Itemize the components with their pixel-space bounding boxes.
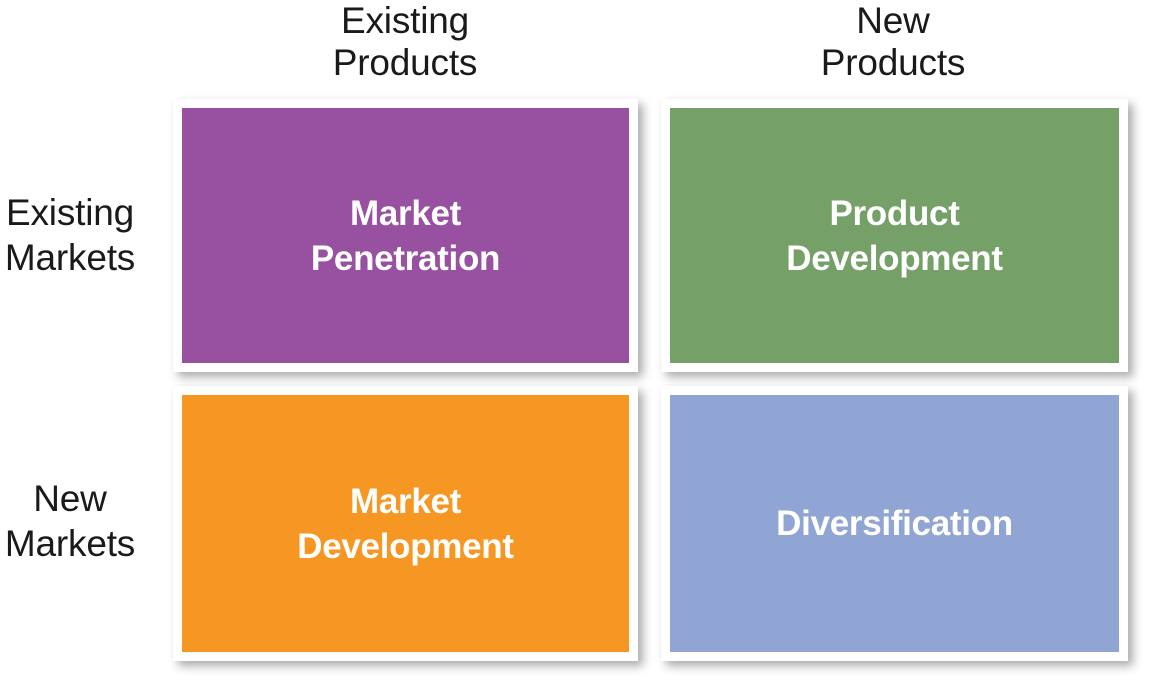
quadrant-market-development: Market Development [173,386,638,661]
column-header-existing-products: Existing Products [332,0,478,83]
row-header-existing-markets: Existing Markets [4,192,136,278]
quadrant-product-development-label: Product Development [786,193,1003,278]
column-header-new-products: New Products [820,0,966,83]
quadrant-market-development-fill: Market Development [182,395,629,652]
row-header-new-markets: New Markets [4,478,136,564]
quadrant-product-development: Product Development [661,99,1128,372]
quadrant-market-penetration: Market Penetration [173,99,638,372]
quadrant-diversification-label: Diversification [776,504,1013,543]
quadrant-diversification: Diversification [661,386,1128,661]
quadrant-market-development-label: Market Development [297,481,514,566]
quadrant-diversification-fill: Diversification [670,395,1119,652]
quadrant-product-development-fill: Product Development [670,108,1119,363]
quadrant-market-penetration-label: Market Penetration [310,193,501,278]
quadrant-market-penetration-fill: Market Penetration [182,108,629,363]
